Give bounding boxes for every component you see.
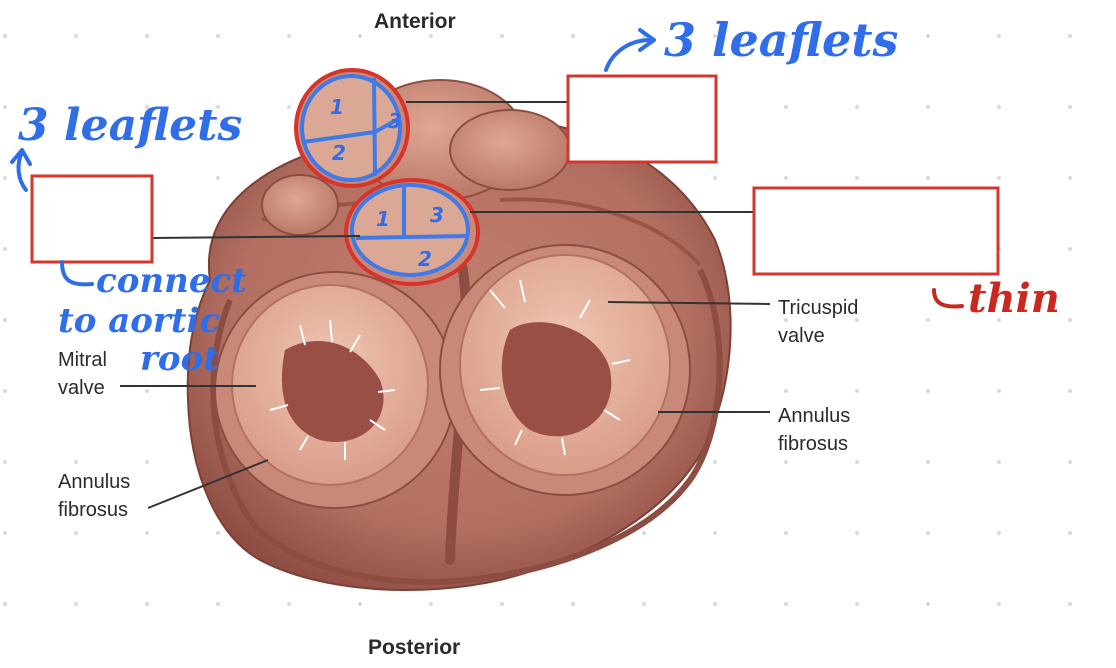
- pulmonary-valve: 1 2 3: [294, 68, 410, 188]
- annulus-left-label-2: fibrosus: [58, 499, 128, 521]
- connect-line-1: connect: [96, 261, 247, 301]
- right-leaflets-text: 3 leaflets: [664, 13, 898, 67]
- annotation-connect: connect to aortic root: [58, 260, 247, 379]
- mitral-valve-shape: [214, 271, 456, 509]
- pulmonary-leaflet-3: 3: [388, 109, 402, 133]
- aortic-valve: 1 3 2: [344, 178, 480, 286]
- annulus-right-label-2: fibrosus: [778, 433, 848, 455]
- tricuspid-valve-label-1: Tricuspid: [778, 297, 858, 319]
- annulus-right-label-1: Annulus: [778, 405, 850, 427]
- annotation-left-leaflets: 3 leaflets: [10, 100, 242, 192]
- mitral-valve-label-1: Mitral: [58, 349, 107, 371]
- label-box-aortic[interactable]: [752, 186, 1000, 276]
- annotation-right-leaflets: 3 leaflets: [604, 13, 898, 72]
- left-leaflets-text: 3 leaflets: [18, 100, 242, 151]
- connect-line-2: to aortic: [58, 301, 220, 341]
- leader-lines: [120, 101, 771, 509]
- annotation-thin: thin: [932, 275, 1060, 322]
- mitral-valve-label-2: valve: [58, 377, 105, 399]
- aortic-leaflet-3: 3: [430, 203, 444, 227]
- annulus-left-label-1: Annulus: [58, 471, 130, 493]
- thin-text: thin: [968, 275, 1060, 322]
- connect-hook-icon: [60, 260, 94, 287]
- pulmonary-leaflet-2: 2: [332, 141, 346, 165]
- left-arrow-icon: [16, 150, 28, 192]
- aortic-leaflet-1: 1: [376, 207, 390, 231]
- posterior-label: Posterior: [368, 636, 460, 659]
- connect-line-3: root: [140, 339, 219, 379]
- right-arrow-icon: [604, 38, 652, 72]
- anterior-label: Anterior: [374, 10, 456, 33]
- aortic-leaflet-2: 2: [418, 247, 432, 271]
- thin-hook-icon: [932, 288, 964, 309]
- label-box-left[interactable]: [30, 174, 154, 264]
- label-box-pulmonary[interactable]: [566, 74, 718, 164]
- tricuspid-valve-label-2: valve: [778, 325, 825, 347]
- pulmonary-leaflet-1: 1: [330, 95, 344, 119]
- tricuspid-valve-shape: [439, 244, 691, 496]
